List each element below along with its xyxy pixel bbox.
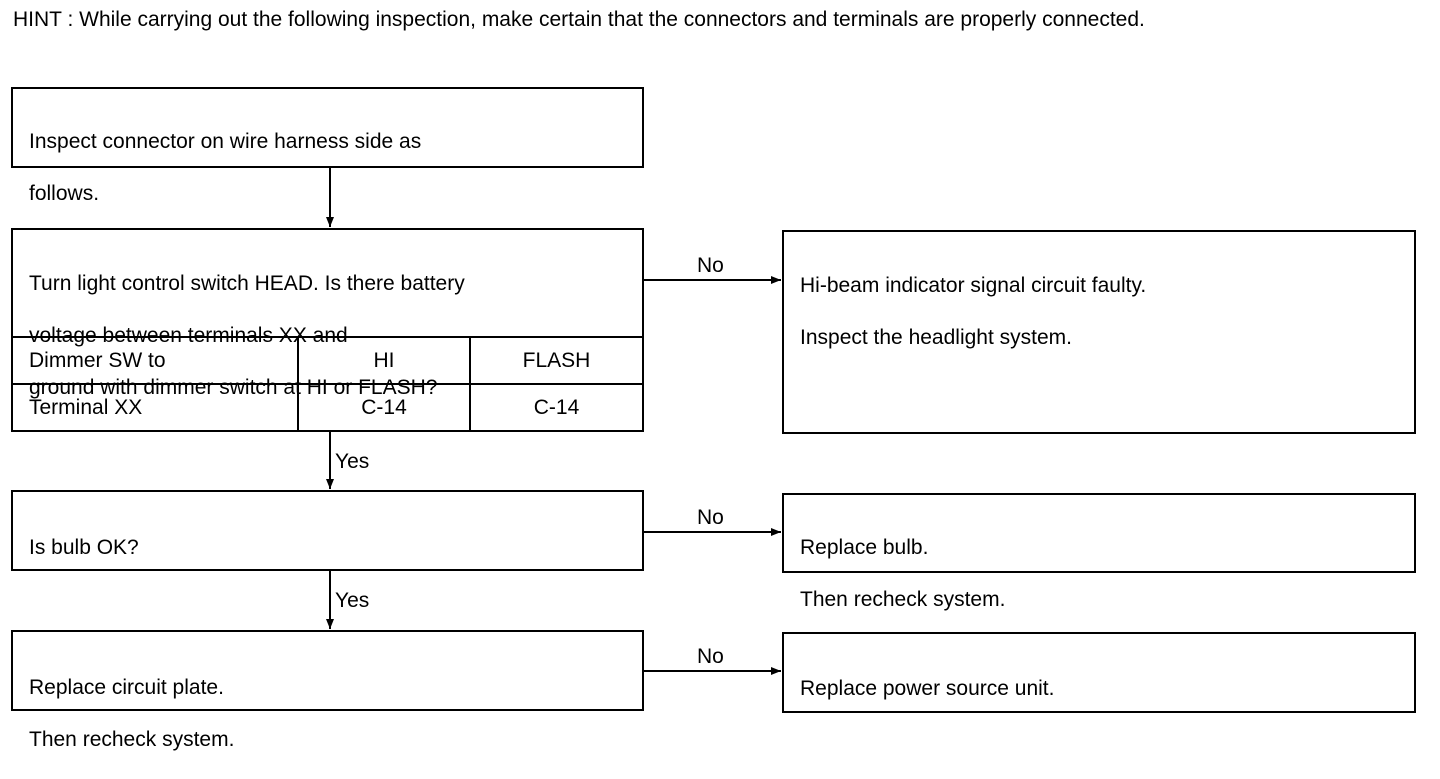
label-yes-1: Yes xyxy=(335,450,370,473)
flow-connectors xyxy=(326,168,781,675)
hint-text: HINT : While carrying out the following … xyxy=(13,8,1145,31)
step-inspect-connector-box: Inspect connector on wire harness side a… xyxy=(11,87,644,205)
result-signal-faulty-box: Hi-beam indicator signal circuit faulty.… xyxy=(782,230,1416,434)
terminal-table: Dimmer SW to HI FLASH Terminal XX C-14 C… xyxy=(11,336,644,432)
label-no-2: No xyxy=(697,506,724,529)
step-bulb-ok-box: Is bulb OK? xyxy=(11,490,644,571)
label-no-3: No xyxy=(697,645,724,668)
label-no-1: No xyxy=(697,254,724,277)
step-inspect-connector-line-1: Inspect connector on wire harness side a… xyxy=(29,130,422,153)
result-replace-bulb-box: Replace bulb. Then recheck system. xyxy=(782,493,1416,611)
terminal-table-value-flash: C-14 xyxy=(469,383,644,432)
result-replace-power-source-box: Replace power source unit. xyxy=(782,632,1416,713)
step-replace-circuit-plate-line-2: Then recheck system. xyxy=(29,728,235,751)
step-replace-circuit-plate-line-1: Replace circuit plate. xyxy=(29,676,224,699)
step-inspect-connector-line-2: follows. xyxy=(29,182,100,205)
terminal-table-value-row: Terminal XX C-14 C-14 xyxy=(11,383,644,432)
result-signal-faulty-line-1: Hi-beam indicator signal circuit faulty. xyxy=(800,274,1147,297)
terminal-table-row-label: Terminal XX xyxy=(11,383,299,432)
step-turn-switch-line-1: Turn light control switch HEAD. Is there… xyxy=(29,272,465,295)
label-yes-2: Yes xyxy=(335,589,370,612)
step-bulb-ok-line-1: Is bulb OK? xyxy=(29,536,139,559)
step-replace-circuit-plate-box: Replace circuit plate. Then recheck syst… xyxy=(11,630,644,751)
terminal-table-col-flash: FLASH xyxy=(469,336,644,385)
terminal-table-header-row: Dimmer SW to HI FLASH xyxy=(11,336,644,385)
terminal-table-header-label: Dimmer SW to xyxy=(11,336,299,385)
result-signal-faulty-line-2: Inspect the headlight system. xyxy=(800,326,1072,349)
result-replace-bulb-line-1: Replace bulb. xyxy=(800,536,929,559)
terminal-table-value-hi: C-14 xyxy=(297,383,471,432)
result-replace-bulb-line-2: Then recheck system. xyxy=(800,588,1006,611)
terminal-table-col-hi: HI xyxy=(297,336,471,385)
result-replace-power-source-line-1: Replace power source unit. xyxy=(800,677,1055,700)
